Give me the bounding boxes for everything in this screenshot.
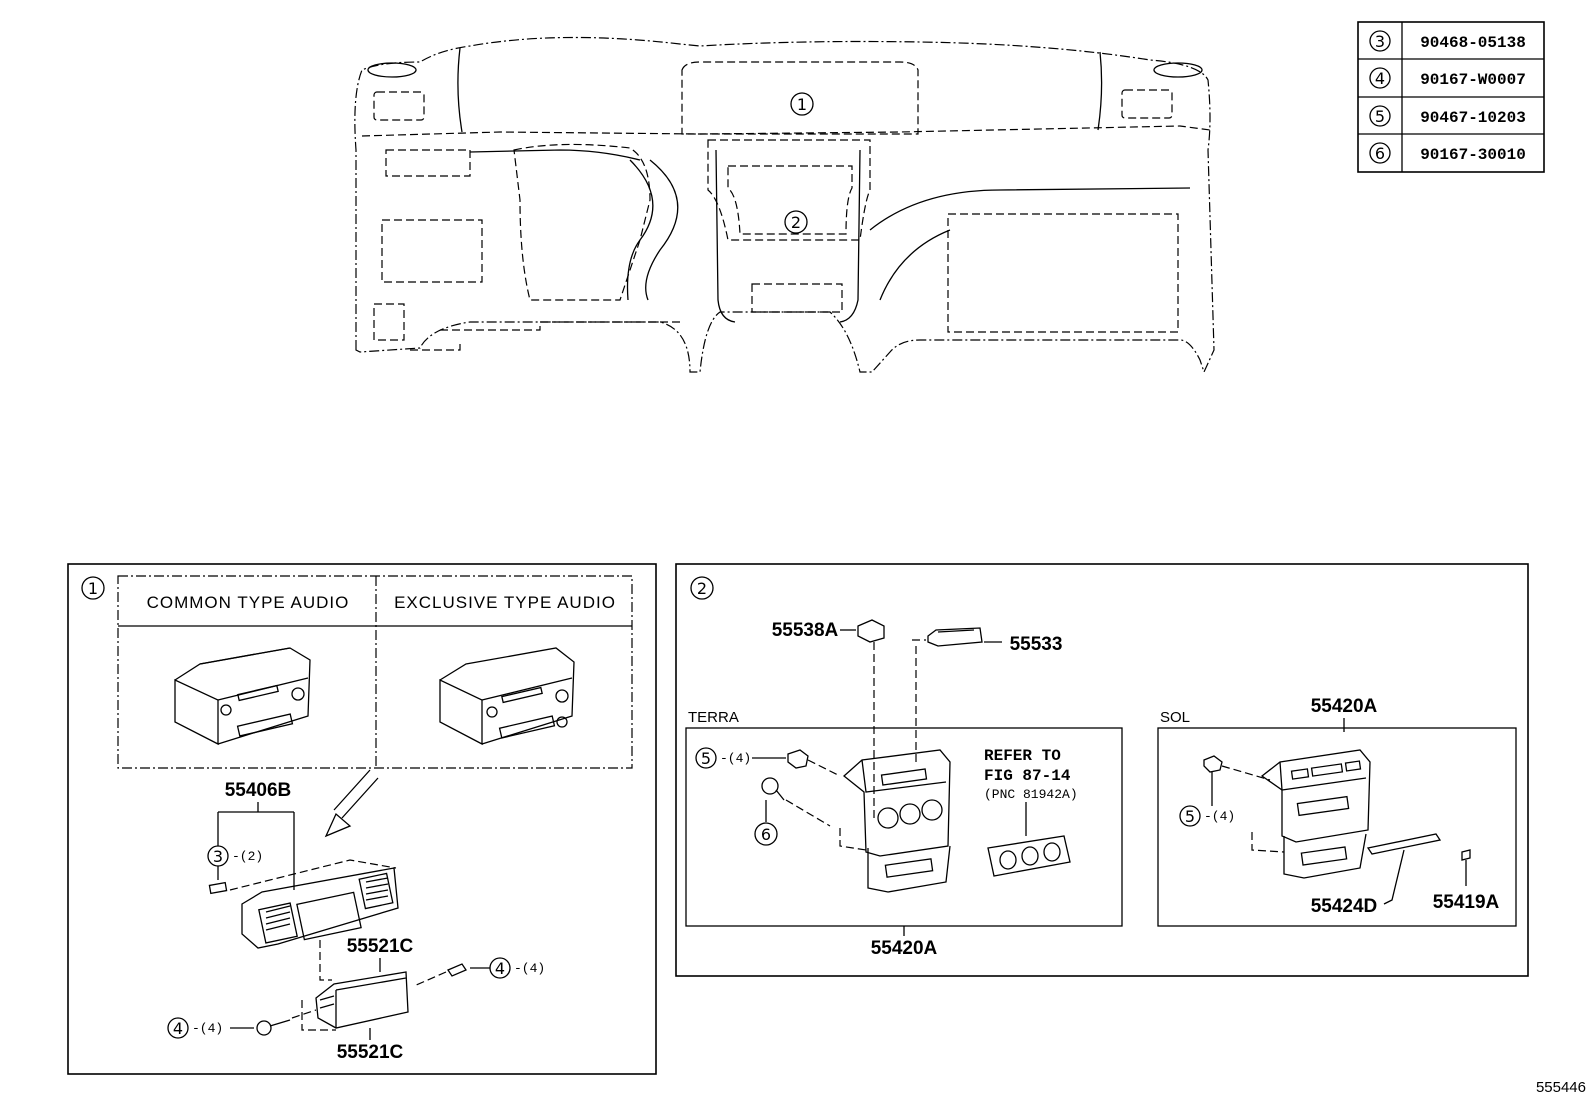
figure-id: 555446	[1536, 1079, 1586, 1096]
table-row: 3 90468-05138	[1369, 30, 1526, 52]
part-55424d: 55424D	[1311, 896, 1378, 917]
panel-1: 1 COMMON TYPE AUDIO EXCLUSIVE TYPE AUDIO	[67, 563, 657, 1075]
ref-5-terra-circle: 5	[701, 749, 711, 768]
ref-4-left-qty: -(4)	[192, 1021, 223, 1036]
ref-5-sol-circle: 5	[1185, 807, 1195, 826]
part-55406b: 55406B	[225, 780, 292, 801]
ref-6-terra-circle: 6	[761, 825, 771, 844]
part-55420a-sol: 55420A	[1311, 696, 1378, 717]
dashboard-overview: 1 2	[354, 36, 1215, 374]
common-audio-unit	[174, 647, 311, 746]
part-55538a: 55538A	[772, 620, 839, 641]
table-part-number: 90167-30010	[1420, 146, 1526, 164]
table-part-number: 90468-05138	[1420, 34, 1526, 52]
table-row: 6 90167-30010	[1369, 142, 1526, 164]
header-common-type-audio: COMMON TYPE AUDIO	[147, 593, 350, 612]
table-ref-number: 4	[1375, 69, 1385, 88]
refer-to-line-2: FIG 87-14	[984, 767, 1071, 785]
knob-plate	[987, 835, 1071, 877]
table-ref-number: 6	[1375, 144, 1385, 163]
table-part-number: 90467-10203	[1420, 109, 1526, 127]
panel-2: 2 55538A 55533 TERRA 5 -(4) 6	[675, 563, 1529, 977]
terra-center-panel	[839, 749, 951, 893]
ref-4-right-circle: 4	[495, 959, 505, 978]
panel-1-callout: 1	[88, 579, 98, 598]
ref-5-terra-qty: -(4)	[720, 751, 751, 766]
part-55419a: 55419A	[1433, 892, 1500, 913]
part-55521c-upper: 55521C	[347, 936, 414, 957]
table-row: 4 90167-W0007	[1369, 67, 1526, 89]
panel-2-callout: 2	[697, 579, 707, 598]
audio-bezel-55406b	[229, 859, 399, 949]
part-number-table: 3 90468-05138 4 90167-W0007 5 90467-1020…	[1357, 21, 1545, 173]
table-row: 5 90467-10203	[1369, 105, 1526, 127]
table-ref-number: 5	[1375, 107, 1385, 126]
table-part-number: 90167-W0007	[1420, 71, 1526, 89]
part-55533: 55533	[1010, 634, 1063, 655]
refer-to-line-1: REFER TO	[984, 747, 1061, 765]
part-55420a-terra: 55420A	[871, 938, 938, 959]
terra-label: TERRA	[688, 709, 739, 726]
header-exclusive-type-audio: EXCLUSIVE TYPE AUDIO	[394, 593, 616, 612]
ref-3-qty: -(2)	[232, 849, 263, 864]
exclusive-audio-unit	[439, 647, 575, 746]
dashboard-callout-1: 1	[797, 95, 807, 114]
ref-4-left-circle: 4	[173, 1019, 183, 1038]
sol-label: SOL	[1160, 709, 1190, 726]
ref-5-sol-qty: -(4)	[1204, 809, 1235, 824]
refer-to-line-3: (PNC 81942A)	[984, 787, 1078, 802]
sol-center-panel	[1251, 749, 1371, 879]
ref-3-circle: 3	[213, 847, 223, 866]
ref-4-right-qty: -(4)	[514, 961, 545, 976]
table-ref-number: 3	[1375, 32, 1385, 51]
audio-bracket-55521c	[301, 971, 409, 1031]
dashboard-callout-2: 2	[791, 213, 801, 232]
part-55521c-lower: 55521C	[337, 1042, 404, 1063]
